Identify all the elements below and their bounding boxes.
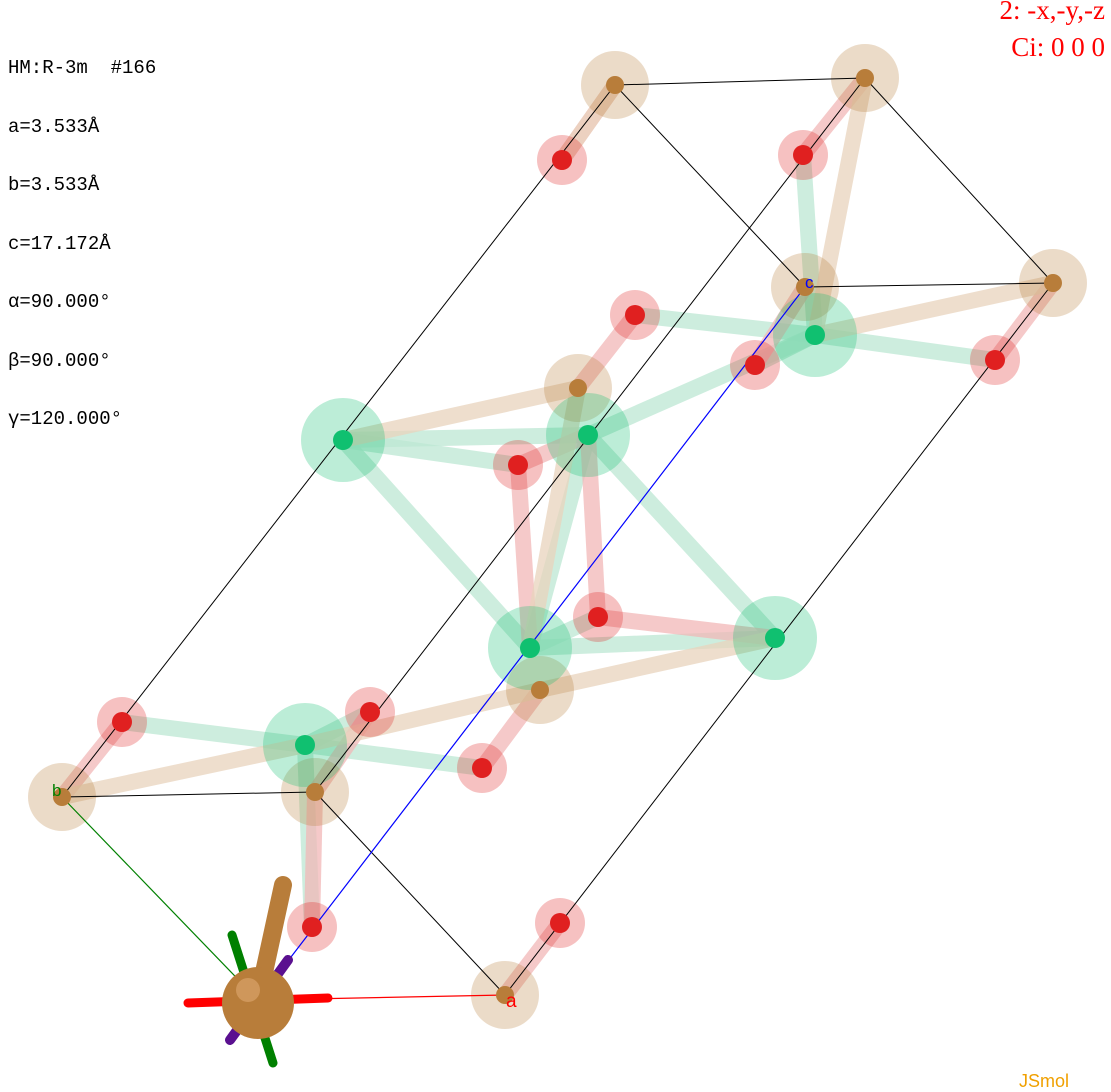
- cell-b-label: b=3.533Å: [8, 174, 100, 196]
- bond: [532, 630, 783, 698]
- atoms-layer: [53, 69, 1062, 1004]
- atom: [985, 350, 1005, 370]
- bond: [807, 70, 873, 343]
- atom: [805, 325, 825, 345]
- bond: [474, 682, 548, 776]
- gizmo-sphere-highlight: [236, 978, 260, 1002]
- atom: [1044, 274, 1062, 292]
- cell-edge: [614, 84, 806, 288]
- symmetry-element-label: Ci: 0 0 0: [1011, 32, 1105, 62]
- bond: [590, 609, 783, 646]
- cell-beta-label: β=90.000°: [8, 349, 111, 372]
- jsmol-logo: JSmol: [1018, 1071, 1069, 1091]
- bond: [580, 427, 606, 625]
- atom: [496, 986, 514, 1004]
- bond: [54, 737, 313, 805]
- bond: [335, 432, 526, 473]
- bond: [297, 682, 548, 753]
- atom: [53, 788, 71, 806]
- gizmo-center-sphere: [222, 967, 294, 1039]
- bond: [807, 327, 1003, 368]
- atom: [606, 76, 624, 94]
- atom: [112, 712, 132, 732]
- atom: [588, 607, 608, 627]
- atom: [550, 913, 570, 933]
- atom: [360, 702, 380, 722]
- atom: [295, 735, 315, 755]
- atom: [472, 758, 492, 778]
- atom: [625, 305, 645, 325]
- cell-edge: [61, 791, 316, 798]
- bond: [297, 737, 490, 776]
- cell-edge: [804, 282, 1054, 288]
- atom: [552, 150, 572, 170]
- unit-cell-info: HM:R-3m #166 a=3.533Å b=3.533Å c=17.172Å…: [8, 20, 156, 449]
- atom: [796, 278, 814, 296]
- symmetry-element-gizmo: [183, 876, 333, 1068]
- bond: [114, 714, 313, 753]
- bonds-layer: [54, 70, 1061, 1003]
- cell-gamma-label: γ=120.000°: [8, 408, 123, 430]
- bond: [522, 380, 586, 656]
- cell-edge: [314, 791, 506, 996]
- axis-b-line: [61, 796, 259, 1001]
- axis-c-label: c: [805, 273, 814, 292]
- symmetry-operation-info: 2: -x,-y,-z Ci: 0 0 0: [1000, 0, 1105, 66]
- atom: [333, 430, 353, 450]
- atom: [765, 628, 785, 648]
- atom: [508, 455, 528, 475]
- bond: [807, 275, 1061, 343]
- atom: [856, 69, 874, 87]
- atom: [520, 638, 540, 658]
- axis-a-label: a: [506, 991, 517, 1012]
- atom: [531, 681, 549, 699]
- bond: [335, 380, 586, 448]
- cell-edge: [864, 77, 1054, 284]
- bond: [522, 609, 606, 656]
- bond: [570, 307, 643, 396]
- bond: [580, 427, 783, 646]
- cell-alpha-label: α=90.000°: [8, 291, 111, 313]
- atom: [793, 145, 813, 165]
- atom: [569, 379, 587, 397]
- bond: [747, 279, 813, 373]
- atom: [578, 425, 598, 445]
- cell-c-label: c=17.172Å: [8, 232, 111, 255]
- atom: [306, 783, 324, 801]
- cell-a-label: a=3.533Å: [8, 115, 100, 138]
- cell-edge: [614, 77, 866, 86]
- bond: [304, 784, 323, 935]
- axis-b-label: b: [52, 781, 61, 800]
- atom: [302, 917, 322, 937]
- space-group-label: HM:R-3m #166: [8, 57, 157, 79]
- atom: [745, 355, 765, 375]
- bond: [335, 432, 538, 656]
- symmetry-operation-label: 2: -x,-y,-z: [999, 0, 1105, 25]
- bond: [554, 77, 623, 168]
